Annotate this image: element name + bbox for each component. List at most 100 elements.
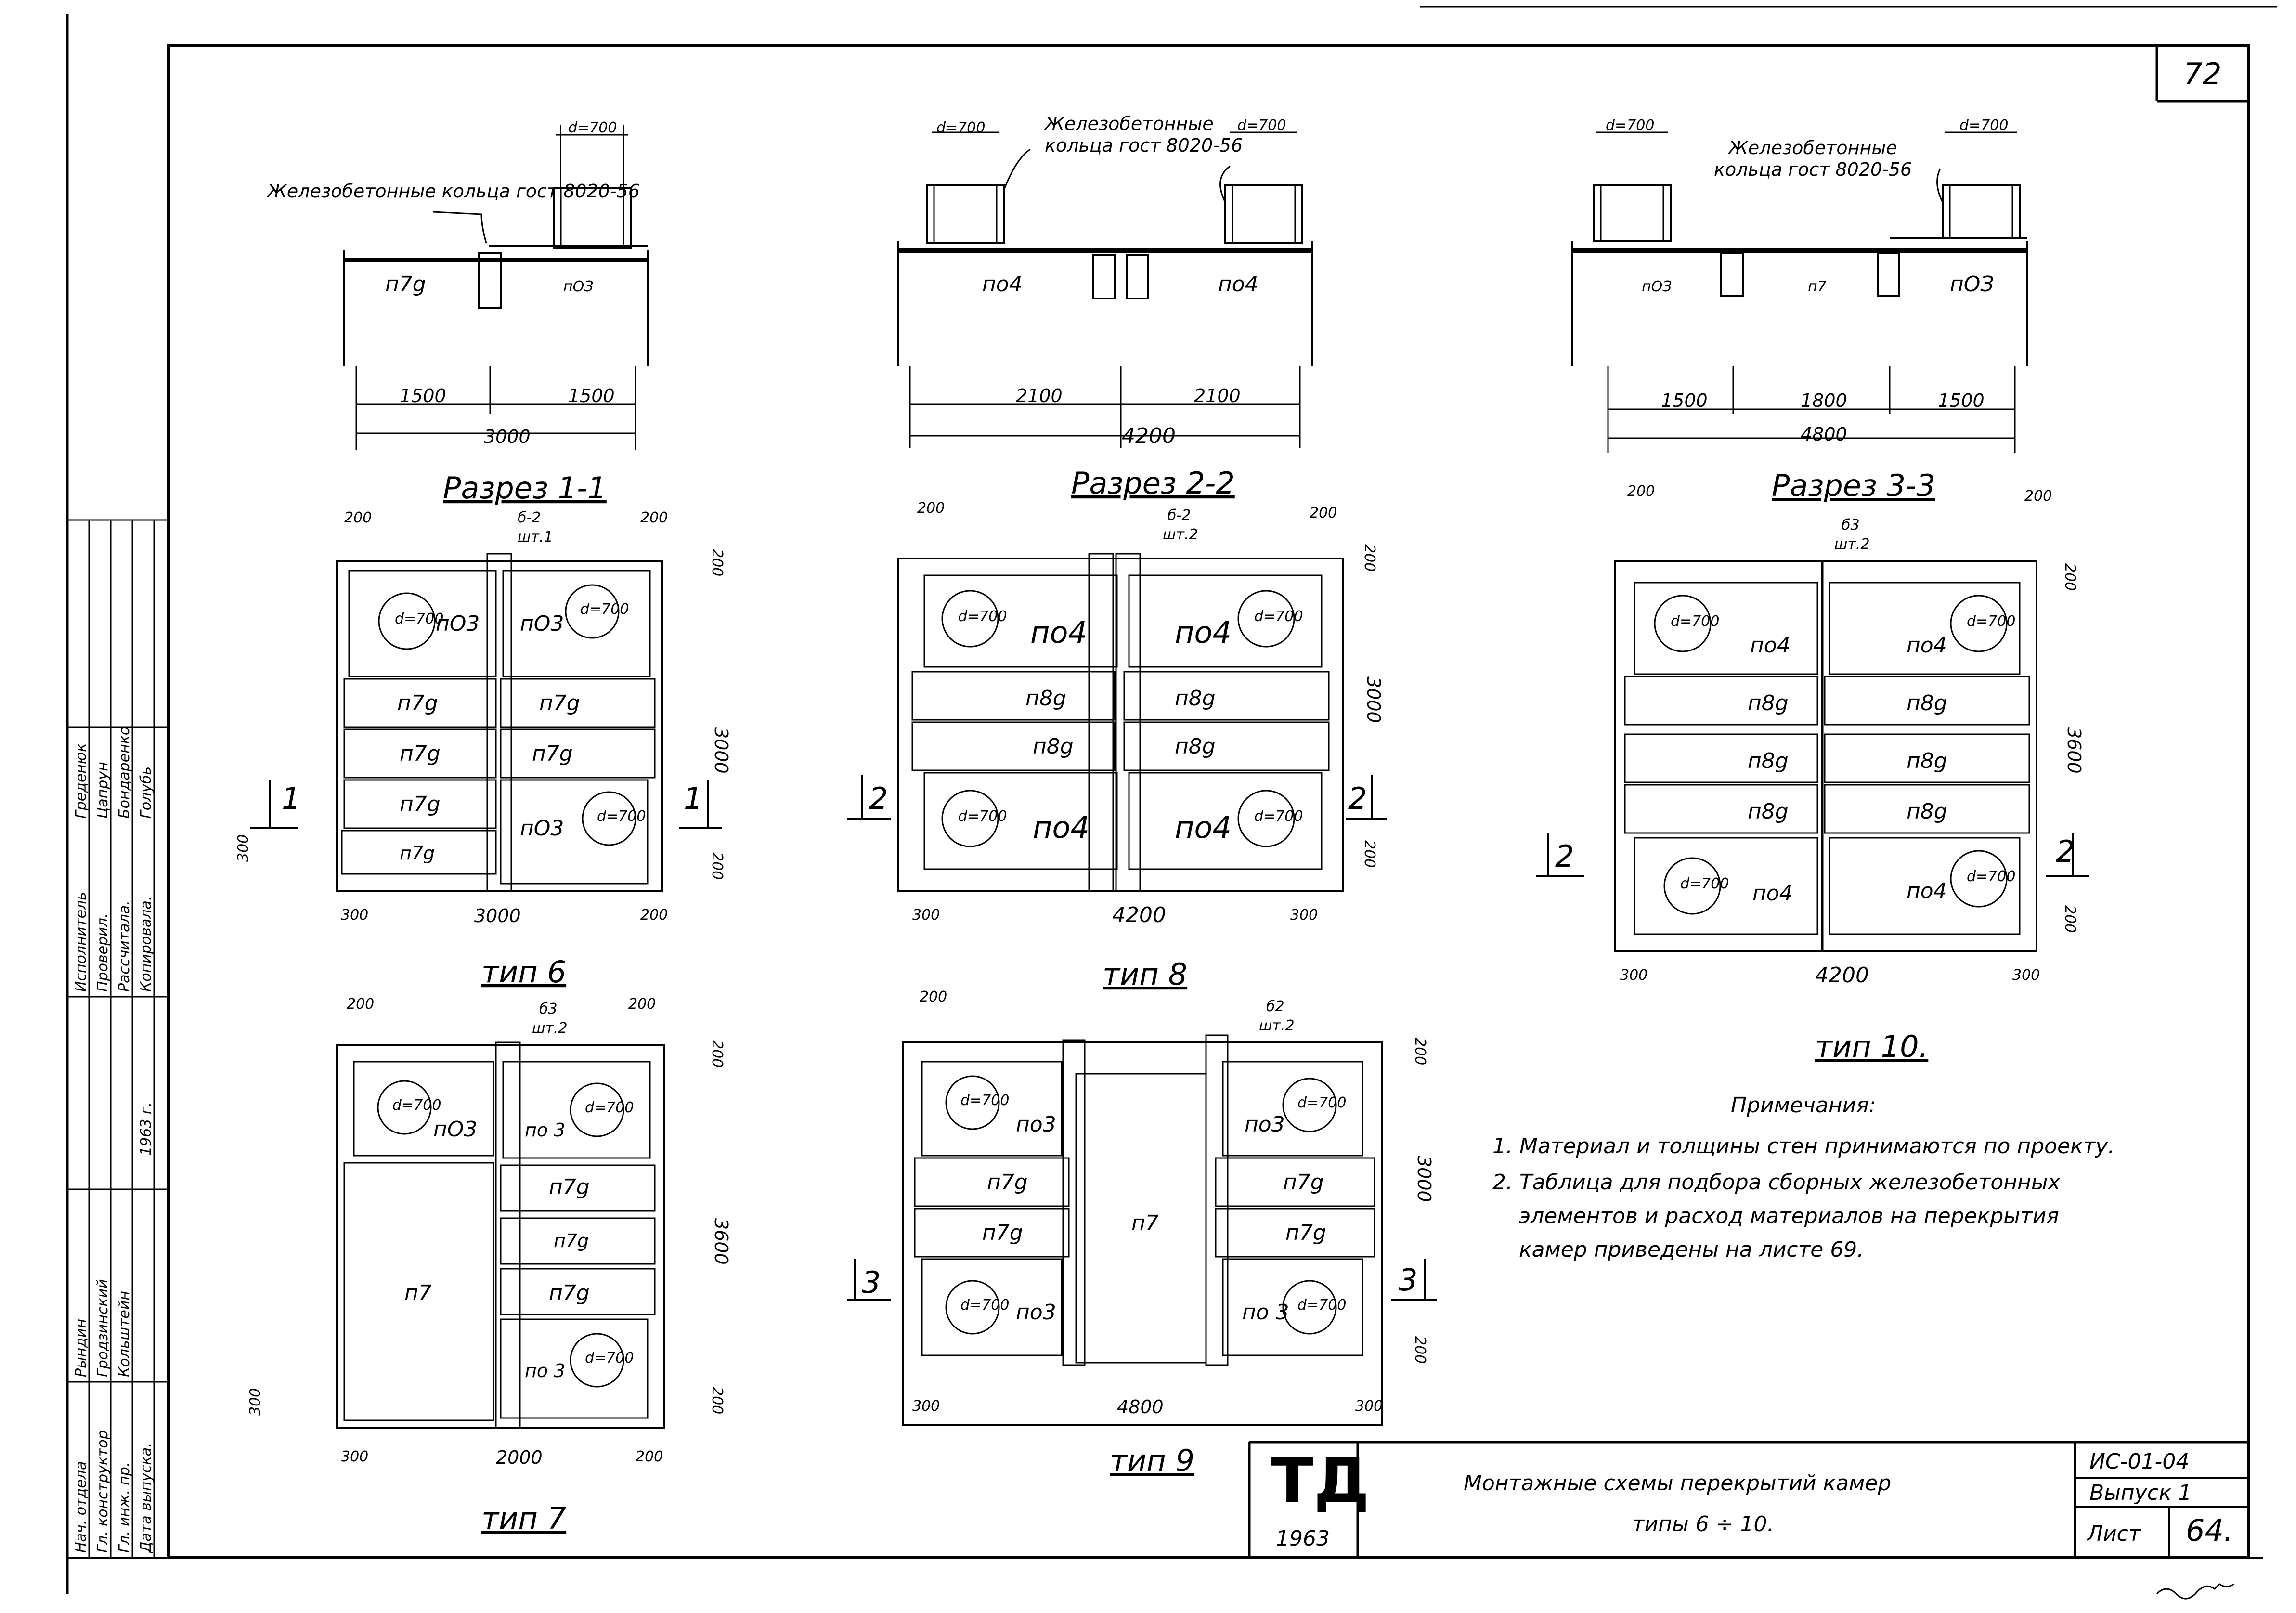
section-title: Разрез 2-2	[1071, 466, 1235, 501]
stamp-name-checked: Цапрун	[94, 762, 111, 819]
beam-label: б3	[539, 1001, 558, 1017]
ring-diameter: d=700	[580, 601, 629, 618]
section-2-2	[897, 131, 1313, 448]
panel-label: п8g	[1907, 799, 1947, 824]
panel-label: по4	[1752, 881, 1793, 906]
plan-type-10	[1614, 560, 2037, 952]
panel-label: п8g	[1033, 734, 1074, 759]
dimension-label: 200	[709, 852, 726, 880]
panel-label: п8g	[1175, 734, 1216, 759]
dimension-label: 4800	[1117, 1396, 1164, 1418]
panel-label: по 3	[525, 1360, 565, 1381]
panel-label: п8g	[1907, 691, 1947, 715]
dimension-label: 300	[1355, 1398, 1383, 1415]
plan-title: тип 10.	[1815, 1029, 1928, 1064]
dimension-label: 3000	[1414, 1156, 1435, 1202]
notes-title: Примечания:	[1731, 1093, 1876, 1118]
panel-label: по4	[1175, 615, 1232, 650]
section-cut-mark: 3	[862, 1265, 881, 1300]
panel-label: п8g	[1748, 749, 1789, 773]
dimension-label: 200	[917, 500, 945, 517]
ring-diameter: d=700	[936, 119, 985, 136]
ring-diameter: d=700	[392, 1097, 441, 1114]
section-1-1-text: Железобетонные кольца гост 8020-56 d=700…	[266, 119, 640, 506]
panel-label: по3	[1016, 1300, 1056, 1325]
stamp-row-copied: Копировала.	[138, 896, 155, 992]
ring-label: Железобетонные кольца гост 8020-56	[266, 181, 640, 202]
panel-label: пО3	[520, 816, 564, 841]
panel-label: пОЗ	[1950, 272, 1994, 297]
dimension-label: 300	[912, 907, 940, 924]
beam-label: б-2	[518, 509, 541, 526]
note-line: 2. Таблица для подбора сборных железобет…	[1492, 1170, 2061, 1195]
panel-label: п7	[404, 1281, 432, 1305]
dimension-label: 2100	[1016, 385, 1063, 406]
sheet-number-top: 72	[2184, 56, 2222, 91]
dimension-label: 3600	[711, 1218, 732, 1265]
stamp-row-calculated: Рассчитала.	[116, 900, 133, 992]
ring-diameter: d=700	[1254, 608, 1303, 625]
section-cut-mark: 1	[684, 781, 702, 816]
dimension-label: 3600	[2063, 727, 2085, 774]
dimension-label: 200	[347, 996, 374, 1013]
dimension-label: 2100	[1194, 385, 1241, 406]
dimension-label: 1500	[400, 385, 446, 406]
ring-diameter: d=700	[1237, 117, 1286, 134]
side-stamp	[66, 519, 169, 1559]
stamp-row-checked: Проверил.	[94, 913, 111, 992]
sheet-number: 64.	[2186, 1513, 2233, 1548]
stamp-name-executor: Греденюк	[73, 743, 90, 819]
drawing-code: ИС-01-04	[2089, 1449, 2189, 1474]
dimension-label: 200	[709, 1387, 726, 1414]
ring-diameter: d=700	[1297, 1094, 1346, 1111]
ring-diameter: d=700	[958, 608, 1007, 625]
beam-qty: шт.2	[1163, 526, 1198, 543]
panel-label: по3	[1245, 1112, 1285, 1137]
dimension-label: 300	[247, 1388, 264, 1416]
title-block	[1248, 1441, 2248, 1558]
panel-label: п8g	[1025, 686, 1066, 711]
panel-label: по4	[1750, 633, 1790, 658]
dimension-label: 300	[1290, 907, 1318, 924]
issue-number: Выпуск 1	[2089, 1481, 2192, 1505]
plan-type-6-text: пО3 пО3 п7g п7g п7g п7g п7g пО3 п7g d=70…	[235, 509, 732, 989]
note-line: камер приведены на листе 69.	[1519, 1237, 1864, 1262]
section-cut-mark: 1	[282, 781, 300, 816]
ring-diameter: d=700	[960, 1092, 1009, 1109]
side-stamp-text: Исполнитель Проверил. Рассчитала. Копиро…	[73, 727, 155, 1554]
stamp-name-chief-engineer: Кольштейн	[116, 1291, 133, 1377]
panel-label: п7	[1808, 278, 1827, 295]
panel-label: пО3	[436, 611, 480, 636]
panel-label: п7g	[982, 1221, 1023, 1245]
plan-type-7	[336, 1041, 665, 1429]
dimension-label: 1500	[1661, 390, 1708, 411]
plan-type-6	[336, 553, 663, 892]
panel-label: по4	[1030, 615, 1087, 650]
dimension-label: 3000	[711, 727, 732, 774]
section-2-2-text: Железобетонные кольца гост 8020-56 d=700…	[936, 113, 1286, 501]
beam-qty: шт.2	[1834, 536, 1870, 553]
dimension-label: 200	[1310, 505, 1337, 521]
section-cut-mark: 3	[1399, 1262, 1417, 1298]
dimension-label: 200	[1361, 544, 1378, 572]
panel-label: п7g	[1285, 1221, 1326, 1245]
drawing-title: Монтажные схемы перекрытий камер	[1464, 1471, 1891, 1496]
panel-label: п7g	[400, 792, 441, 817]
dimension-label: 200	[2024, 488, 2052, 505]
ring-diameter: d=700	[958, 808, 1007, 825]
notes: Примечания: 1. Материал и толщины стен п…	[1492, 1093, 2114, 1262]
dimension-label: 200	[920, 989, 947, 1005]
plan-type-9-text: по3 по3 п7g п7g п7g п7g по3 по 3 п7 d=70…	[862, 989, 1435, 1478]
section-cut-mark: 2	[2056, 834, 2075, 869]
stamp-row-chief-designer: Гл. конструктор	[94, 1430, 111, 1553]
stamp-row-issue-date: Дата выпуска.	[138, 1443, 155, 1554]
logo-year: 1963	[1276, 1526, 1330, 1551]
section-3-3	[1571, 131, 2028, 453]
panel-label: п8g	[1907, 749, 1947, 773]
panel-label: по4	[1218, 272, 1258, 297]
beam-label: б2	[1266, 998, 1284, 1015]
panel-label: по4	[1175, 810, 1232, 845]
stamp-name-chief-designer: Гродзинский	[94, 1279, 111, 1377]
panel-label: п7g	[397, 691, 438, 715]
ring-diameter: d=700	[1967, 613, 2015, 630]
